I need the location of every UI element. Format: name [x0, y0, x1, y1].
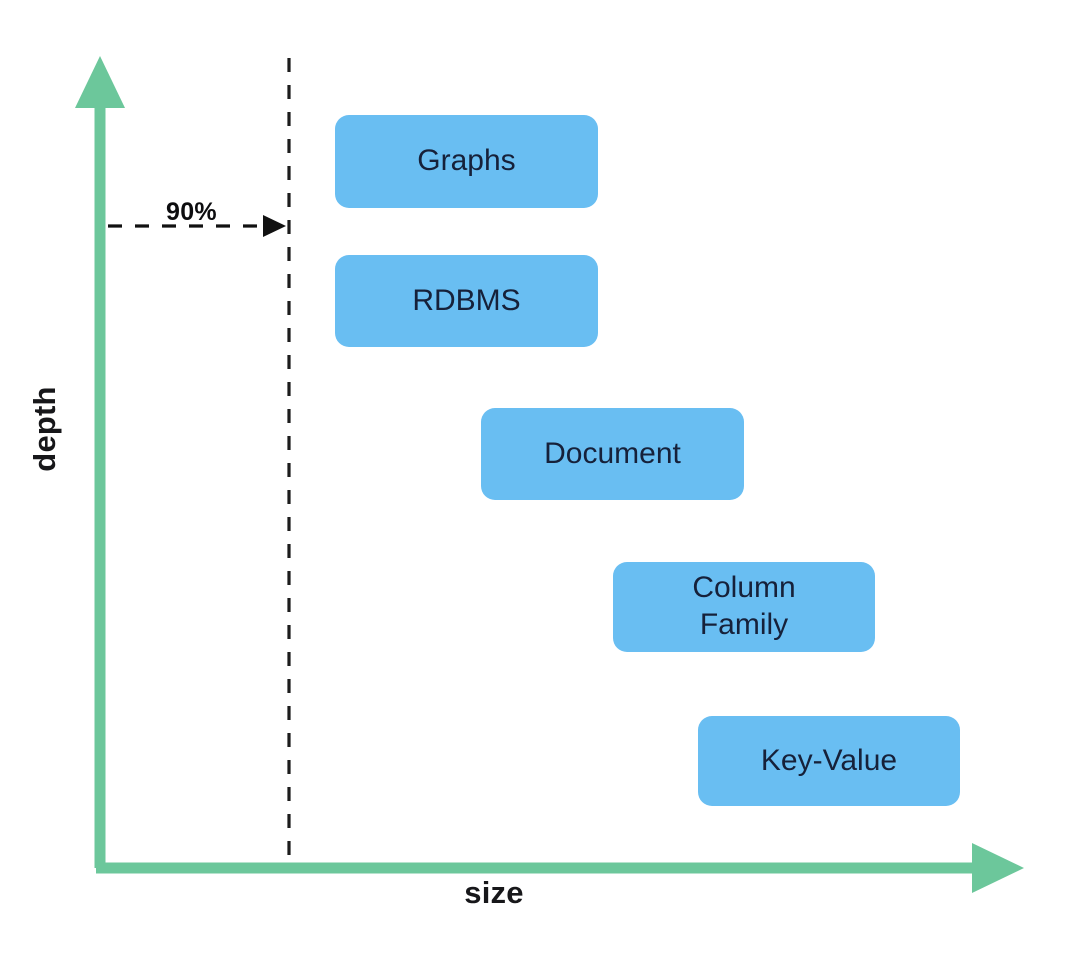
node-box-label: Key-Value [760, 743, 898, 777]
y-axis-label: depth [27, 386, 62, 472]
node-box-rdbms[interactable]: RDBMS [335, 255, 598, 347]
node-box-graphs[interactable]: Graphs [335, 115, 598, 208]
node-box-label: Graphs [417, 144, 516, 178]
node-box-key-value[interactable]: Key-Value [698, 716, 960, 806]
x-axis-label: size [464, 875, 524, 910]
node-box-label: RDBMS [412, 283, 521, 317]
y-axis-arrowhead [75, 56, 125, 108]
threshold-percent-label: 90% [166, 198, 217, 226]
annotation-arrowhead [263, 215, 286, 237]
node-box-document[interactable]: Document [481, 408, 744, 500]
node-box-label: Document [544, 436, 681, 470]
